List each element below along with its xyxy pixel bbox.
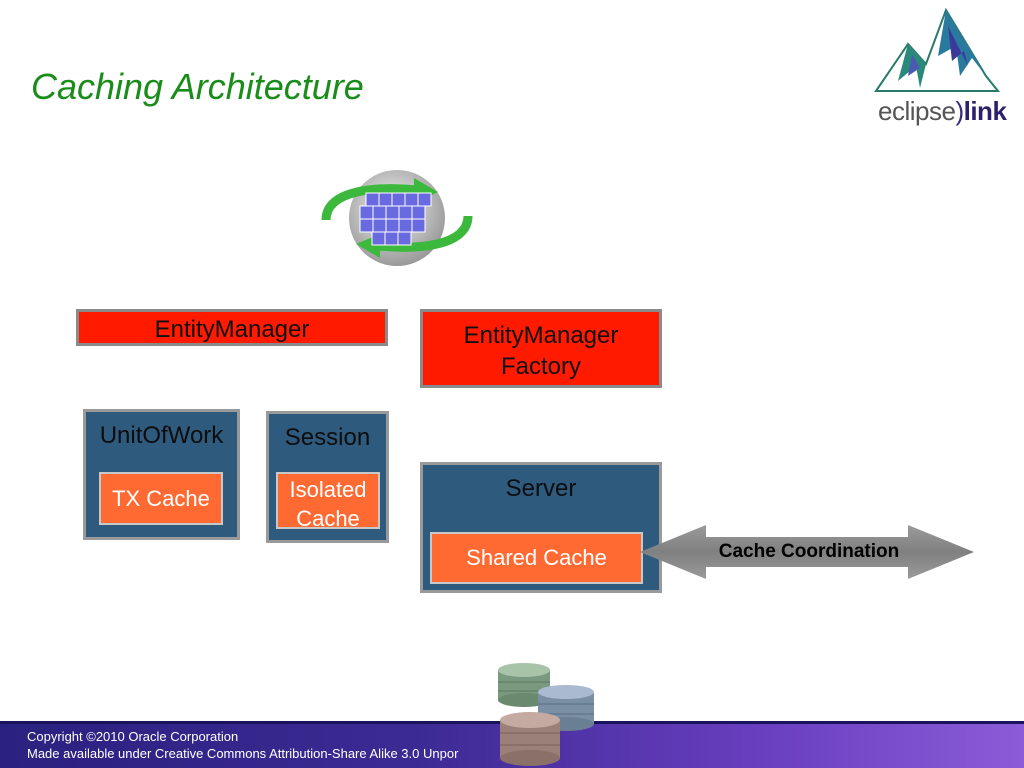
entity-manager-factory-box: EntityManager Factory [420, 309, 662, 388]
tx-cache-box: TX Cache [99, 472, 223, 525]
cache-coordination-label: Cache Coordination [718, 541, 900, 562]
entity-manager-factory-label-line2: Factory [500, 353, 581, 381]
isolated-cache-label-line1: Isolated [289, 477, 367, 502]
session-label: Session [284, 424, 371, 451]
cache-coordination-arrow-icon [640, 525, 974, 579]
tx-cache-label: TX Cache [112, 486, 210, 511]
logo-link-text: link [963, 96, 1007, 126]
logo-paren-text: ) [955, 96, 964, 126]
database-cylinders-icon [498, 663, 594, 766]
database-brown-icon [500, 712, 560, 766]
isolated-cache-box: Isolated Cache [276, 472, 380, 531]
entity-manager-factory-label-line1: EntityManager [463, 322, 619, 349]
entity-manager-box: EntityManager [76, 309, 388, 346]
unit-of-work-label: UnitOfWork [99, 422, 224, 449]
entity-manager-label: EntityManager [154, 316, 310, 343]
page-title: Caching Architecture [31, 66, 364, 107]
isolated-cache-label-line2: Cache [296, 505, 360, 531]
eclipselink-logo: eclipse)link [878, 96, 1007, 127]
logo-eclipse-text: eclipse [878, 96, 956, 126]
license-text: Made available under Creative Commons At… [27, 746, 459, 761]
cache-cube-globe-icon [321, 170, 473, 266]
shared-cache-label: Shared Cache [466, 545, 607, 570]
copyright-text: Copyright ©2010 Oracle Corporation [27, 729, 239, 744]
server-label: Server [505, 475, 577, 502]
eclipselink-mountain-logo-icon [874, 7, 1001, 92]
shared-cache-box: Shared Cache [430, 532, 643, 584]
